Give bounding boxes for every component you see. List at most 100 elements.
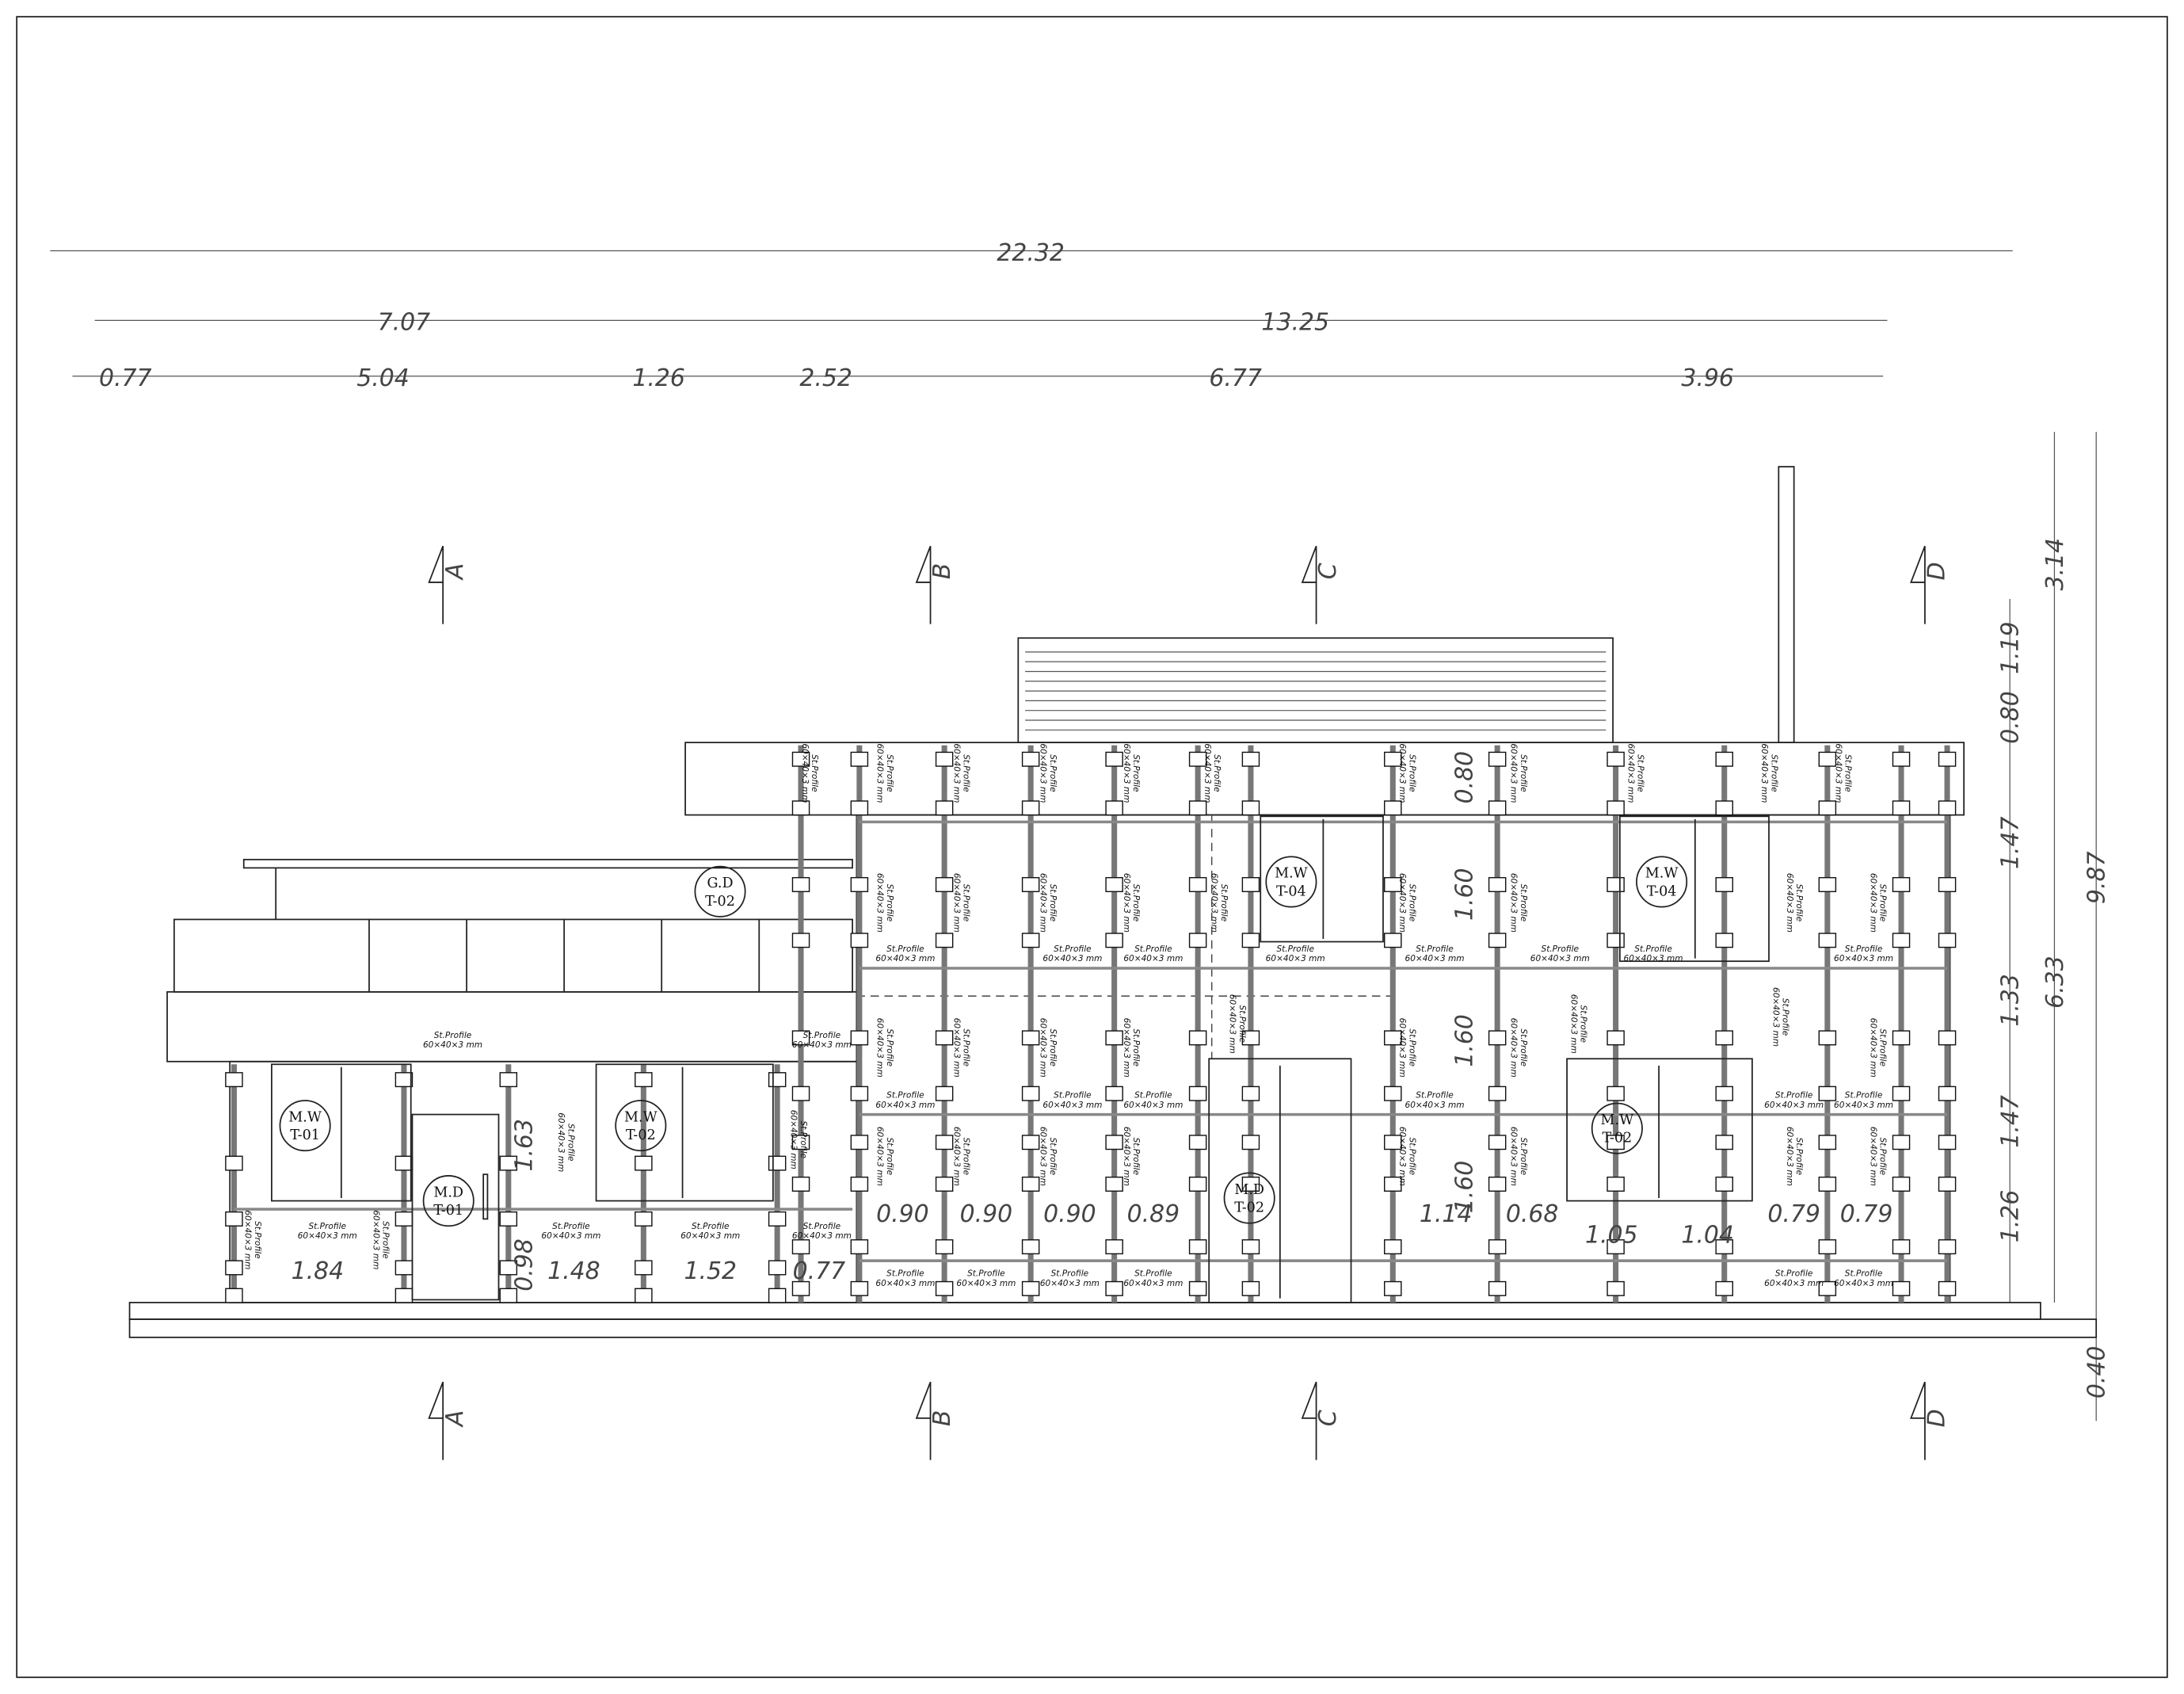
svg-text:T-04: T-04 — [1276, 884, 1306, 900]
bracket — [768, 1260, 787, 1276]
dim-row3: 2.52 — [799, 364, 852, 392]
tag-mw-t02: M.WT-02 — [1591, 1102, 1643, 1154]
bracket — [1384, 1085, 1402, 1101]
bracket — [850, 1239, 869, 1255]
bracket — [1021, 1176, 1040, 1192]
steel-column — [1824, 745, 1831, 1303]
bracket — [1818, 933, 1837, 948]
profile-label: St.Profile60×40×3 mm — [1868, 1018, 1887, 1078]
steel-column — [401, 1064, 407, 1303]
bracket — [1488, 876, 1507, 892]
chimney — [1778, 466, 1795, 744]
profile-label: St.Profile60×40×3 mm — [1785, 873, 1804, 933]
steel-column — [1389, 745, 1396, 1303]
bracket — [935, 876, 954, 892]
bracket — [1488, 800, 1507, 816]
section-label-c: C — [1314, 563, 1342, 579]
bracket — [1715, 800, 1733, 816]
svg-text:T-02: T-02 — [1602, 1131, 1632, 1147]
bracket — [791, 1176, 810, 1192]
profile-label: St.Profile60×40×3 mm — [1122, 1127, 1141, 1186]
bracket — [1938, 1280, 1957, 1296]
bracket — [1021, 1239, 1040, 1255]
bracket — [1105, 1176, 1123, 1192]
steel-column — [1027, 745, 1034, 1303]
bracket — [1938, 1085, 1957, 1101]
dim-right: 0.80 — [1997, 691, 2025, 744]
bracket — [1607, 1030, 1625, 1046]
dim-internal: 1.14 — [1420, 1200, 1473, 1228]
bracket — [1938, 876, 1957, 892]
dim-internal: 1.60 — [1450, 1014, 1478, 1067]
tag-gd-t02: G.DT-02 — [694, 865, 746, 918]
bracket — [1241, 933, 1260, 948]
steel-column — [640, 1064, 646, 1303]
profile-label: St.Profile60×40×3 mm — [1397, 1127, 1416, 1186]
bracket — [1892, 1176, 1911, 1192]
bracket — [1818, 1280, 1837, 1296]
dim-right: 1.19 — [1997, 621, 2025, 674]
bracket — [1892, 876, 1911, 892]
bracket — [1488, 933, 1507, 948]
svg-text:T-02: T-02 — [705, 894, 735, 910]
dim-right: 1.26 — [1997, 1190, 2025, 1243]
profile-label: St.Profile60×40×3 mm — [1509, 743, 1528, 803]
bracket — [1241, 1176, 1260, 1192]
bracket — [1188, 1239, 1207, 1255]
bracket — [1021, 876, 1040, 892]
bracket — [1488, 1280, 1507, 1296]
window-mw-t04 — [1618, 815, 1770, 963]
bracket — [1818, 876, 1837, 892]
dim-internal: 1.48 — [547, 1257, 600, 1285]
bracket — [1892, 1239, 1911, 1255]
profile-label: St.Profile60×40×3 mm — [1210, 873, 1229, 933]
bracket — [499, 1260, 518, 1276]
dim-internal: 1.05 — [1585, 1221, 1638, 1249]
openings — [271, 815, 1770, 1303]
bracket — [1105, 1030, 1123, 1046]
profile-label: St.Profile60×40×3 mm — [1038, 1127, 1057, 1186]
bracket — [935, 1135, 954, 1150]
bracket — [1241, 1030, 1260, 1046]
dim-row3: 5.04 — [356, 364, 410, 392]
bracket — [394, 1072, 414, 1088]
profile-label: St.Profile60×40×3 mm — [1038, 743, 1057, 803]
bracket — [1938, 751, 1957, 767]
svg-text:T-01: T-01 — [290, 1127, 320, 1143]
bracket — [1715, 1030, 1733, 1046]
bracket — [768, 1288, 787, 1303]
bracket — [1488, 1176, 1507, 1192]
bracket — [635, 1288, 653, 1303]
dim-internal: 1.52 — [684, 1257, 737, 1285]
bracket — [1938, 1030, 1957, 1046]
bracket — [225, 1211, 243, 1227]
steel-column — [1248, 745, 1254, 1303]
tag-mw-t02: M.WT-02 — [615, 1100, 667, 1152]
section-label-b: B — [928, 1410, 956, 1427]
bracket — [850, 1135, 869, 1150]
profile-label: St.Profile60×40×3 mm — [1868, 1127, 1887, 1186]
bracket — [850, 1085, 869, 1101]
bracket — [1105, 800, 1123, 816]
section-label-b: B — [928, 563, 956, 580]
bracket — [1188, 1176, 1207, 1192]
bracket — [791, 1030, 810, 1046]
dim-internal: 1.60 — [1450, 1161, 1478, 1214]
bracket — [1105, 1280, 1123, 1296]
bracket — [1818, 1176, 1837, 1192]
bracket — [1818, 751, 1837, 767]
bracket — [1892, 933, 1911, 948]
sheet-border — [16, 16, 2168, 1678]
profile-label: St.Profile60×40×3 mm — [951, 1127, 970, 1186]
profile-label: St.Profile60×40×3 mm — [1397, 1018, 1416, 1078]
svg-text:T-02: T-02 — [626, 1127, 656, 1143]
bracket — [1607, 1239, 1625, 1255]
bracket — [935, 1030, 954, 1046]
bracket — [1241, 751, 1260, 767]
